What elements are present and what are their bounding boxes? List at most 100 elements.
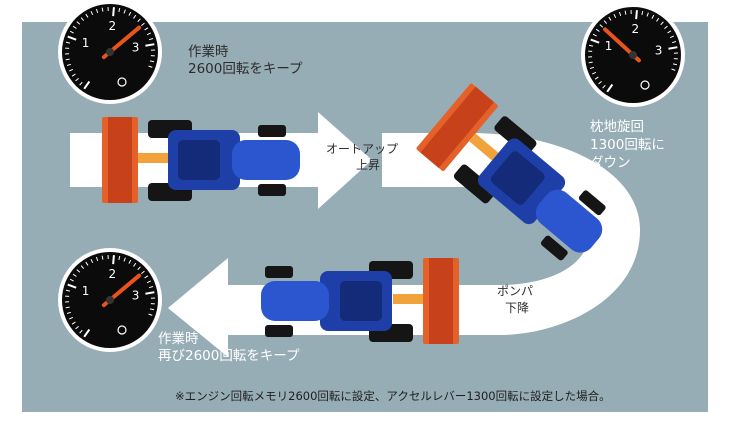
gauge-tick-label: 2 <box>631 22 639 36</box>
gauge-tick <box>75 325 79 330</box>
gauge-tick <box>123 9 126 14</box>
gauge-tick <box>592 71 597 75</box>
gauge-tick <box>137 18 141 23</box>
gauge-tick-label: 3 <box>655 43 663 57</box>
gauge-work: 1 2 3 <box>58 0 162 104</box>
gauge-hub <box>106 296 114 304</box>
gauge-tick <box>646 12 649 17</box>
gauge-tick <box>101 7 104 12</box>
gauge-tick <box>594 76 599 80</box>
gauge-tick <box>90 11 94 16</box>
gauge-tick <box>656 17 660 22</box>
gauge-tick <box>69 316 74 320</box>
gauge-tick <box>65 289 71 292</box>
pump-line1: ポンパ <box>497 284 534 298</box>
gauge-tick <box>69 30 74 34</box>
auto-up-line1: オートアップ <box>326 142 399 156</box>
gauge-tick <box>624 10 627 15</box>
gauge-tick <box>83 328 91 338</box>
gauge-tick <box>613 14 617 19</box>
gauge-tick <box>95 8 99 14</box>
gauge-tick <box>69 68 74 72</box>
gauge-hub <box>629 51 637 59</box>
gauge-tick <box>668 46 678 50</box>
gauge-tick <box>141 270 145 275</box>
gauge-tick <box>80 265 85 269</box>
oil-pressure-icon <box>117 77 127 87</box>
gauge-tick <box>148 313 153 316</box>
tractor-turning <box>416 83 606 261</box>
gauge-tick <box>71 321 76 325</box>
gauge-tick <box>83 80 91 90</box>
gauge-tick <box>95 256 99 262</box>
gauge-tick <box>148 285 154 289</box>
headland-line2: 1300回転に <box>590 137 665 153</box>
gauge-tick <box>123 257 126 262</box>
tractor-working-top <box>102 117 300 203</box>
gauge-tick <box>67 35 77 41</box>
gauge-tick <box>80 17 85 21</box>
gauge-tick <box>595 28 600 32</box>
gauge-tick <box>112 255 115 265</box>
gauge-tick <box>112 7 115 17</box>
gauge-tick <box>598 80 602 85</box>
gauge-tick <box>671 68 676 71</box>
gauge-tick <box>145 43 155 47</box>
gauge-tick-label: 1 <box>605 39 613 53</box>
gauge-tick <box>669 35 674 39</box>
work-again-line1: 作業時 <box>158 331 199 347</box>
gauge-tick-label: 3 <box>132 288 140 302</box>
gauge-tick <box>90 259 94 264</box>
gauge-tick-label: 3 <box>132 40 140 54</box>
gauge-tick <box>664 25 668 30</box>
gauge-tick-label: 1 <box>82 284 90 298</box>
gauge-tick <box>69 278 74 282</box>
gauge-tick-label: 1 <box>82 36 90 50</box>
pump-line2: 下降 <box>505 301 530 315</box>
gauge-tick <box>588 44 594 47</box>
gauge-tick <box>599 24 604 28</box>
gauge-tick <box>149 60 155 63</box>
gauge-tick <box>588 61 593 64</box>
gauge-tick <box>641 10 644 16</box>
gauge-tick <box>672 63 678 66</box>
gauge-tick <box>144 27 149 31</box>
gauge-tick <box>145 291 155 295</box>
gauge-tick <box>128 259 132 264</box>
gauge-tick <box>592 33 597 37</box>
gauge-tick <box>667 30 672 34</box>
gauge-tick <box>133 262 137 267</box>
headland-line3: ダウン <box>590 155 631 171</box>
headland-line1: 枕地旋回 <box>590 119 644 135</box>
gauge-tick <box>589 66 595 70</box>
gauge-tick <box>118 255 121 261</box>
work-again-line2: 再び2600回転をキープ <box>158 348 300 364</box>
gauge-tick <box>65 41 71 44</box>
oil-pressure-icon <box>640 80 650 90</box>
gauge-tick <box>144 275 149 279</box>
gauge-tick <box>149 308 155 311</box>
gauge-tick <box>65 306 70 309</box>
gauge-tick <box>128 11 132 16</box>
gauge-headland: 1 2 3 <box>581 3 685 107</box>
gauge-tick <box>146 280 151 284</box>
gauge-tick <box>133 14 137 19</box>
gauge-tick <box>67 283 77 289</box>
gauge-tick <box>65 58 70 61</box>
gauge-tick <box>618 11 622 17</box>
gauge-tick <box>79 329 83 334</box>
gauge-tick <box>71 73 76 77</box>
gauge-tick <box>85 261 89 266</box>
gauge-tick <box>66 63 72 67</box>
gauge-tick <box>671 40 677 44</box>
gauge-hub <box>106 48 114 56</box>
work-keep-label: 作業時 2600回転をキープ <box>188 44 303 78</box>
gauge-tick <box>148 37 154 41</box>
auto-up-line2: 上昇 <box>356 158 381 172</box>
gauge-tick <box>146 32 151 36</box>
gauge-tick-label: 2 <box>108 19 116 33</box>
gauge-tick <box>635 10 638 20</box>
gauge-tick <box>137 266 141 271</box>
gauge-tick <box>75 77 79 82</box>
